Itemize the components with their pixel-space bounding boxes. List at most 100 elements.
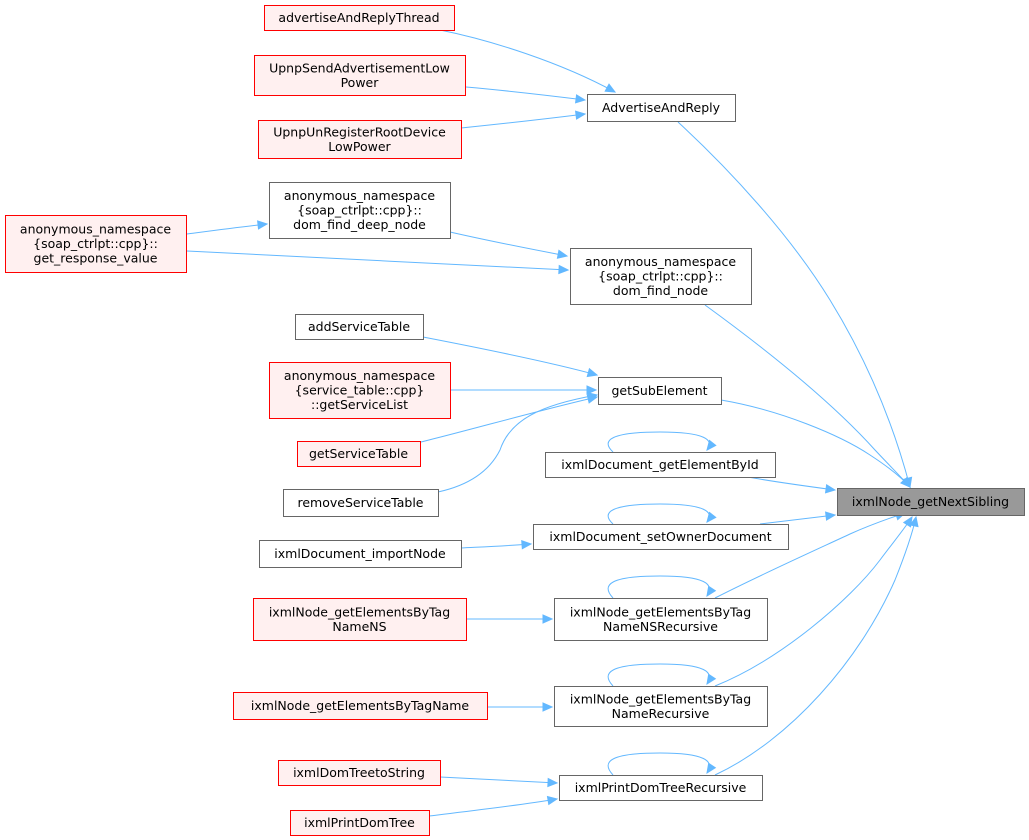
node-label: anonymous_namespace xyxy=(585,254,736,269)
node-label: ixmlDocument_setOwnerDocument xyxy=(549,529,771,544)
edge-ixmlPrintDomTree-to-ixmlPrintDomTreeRecursive xyxy=(428,795,559,817)
edge-line xyxy=(607,503,710,525)
edge-ixmlNode_getElementsByTagName-to-ixmlNode_getElementsByTagNameRecursive xyxy=(487,702,554,712)
edge-line xyxy=(607,752,710,776)
edge-line xyxy=(677,121,911,488)
node-dom_find_node[interactable]: anonymous_namespace{soap_ctrlpt::cpp}::d… xyxy=(570,248,752,305)
node-label: getServiceTable xyxy=(309,446,408,461)
node-dom_find_deep_node[interactable]: anonymous_namespace{soap_ctrlpt::cpp}::d… xyxy=(269,182,451,239)
node-box xyxy=(254,55,466,96)
node-label: advertiseAndReplyThread xyxy=(278,10,439,25)
node-box xyxy=(533,524,789,550)
edge-arrowhead xyxy=(706,673,717,686)
node-removeServiceTable[interactable]: removeServiceTable xyxy=(283,489,439,517)
edge-arrowhead xyxy=(521,539,533,550)
edge-ixmlDocument_importNode-to-ixmlDocument_setOwnerDocument xyxy=(460,539,533,550)
edge-line xyxy=(439,776,558,784)
node-label: ixmlDocument_getElementById xyxy=(561,457,758,472)
node-label: NameRecursive xyxy=(612,706,710,721)
edge-line xyxy=(607,431,710,453)
node-AdvertiseAndReply[interactable]: AdvertiseAndReply xyxy=(587,94,736,122)
node-label: addServiceTable xyxy=(308,319,410,334)
node-label: NameNSRecursive xyxy=(603,619,718,634)
node-label: ixmlNode_getElementsByTag xyxy=(269,604,450,619)
edge-arrowhead xyxy=(706,511,717,523)
node-advertiseAndReplyThread[interactable]: advertiseAndReplyThread xyxy=(264,5,455,31)
node-label: ixmlNode_getNextSibling xyxy=(852,494,1009,509)
edge-removeServiceTable-to-getSubElement xyxy=(437,391,599,493)
node-label: {soap_ctrlpt::cpp}:: xyxy=(297,203,422,218)
edge-arrowhead xyxy=(824,484,837,494)
node-getServiceList[interactable]: anonymous_namespace{service_table::cpp}:… xyxy=(269,362,451,419)
edge-line xyxy=(759,514,836,525)
node-box xyxy=(269,182,451,239)
node-box xyxy=(283,489,439,517)
node-ixmlDomTreetoString[interactable]: ixmlDomTreetoString xyxy=(278,760,441,786)
edge-getSubElement-to-target xyxy=(720,399,911,488)
node-ixmlPrintDomTreeRecursive[interactable]: ixmlPrintDomTreeRecursive xyxy=(559,775,763,801)
node-box xyxy=(258,120,462,159)
node-label: ixmlNode_getElementsByTagName xyxy=(251,698,470,713)
node-box xyxy=(295,314,424,340)
edge-get_response_value-to-dom_find_deep_node xyxy=(186,220,269,235)
edge-arrowhead xyxy=(900,476,911,488)
node-getServiceTable[interactable]: getServiceTable xyxy=(297,441,421,467)
node-addServiceTable[interactable]: addServiceTable xyxy=(295,314,424,340)
node-ixmlDocument_getElementById[interactable]: ixmlDocument_getElementById xyxy=(545,452,776,478)
edge-arrowhead xyxy=(257,220,269,230)
edge-arrowhead xyxy=(546,795,559,806)
edge-line xyxy=(460,543,532,549)
edge-line xyxy=(186,223,268,235)
edge-ixmlDocument_setOwnerDocument-to-ixmlDocument_setOwnerDocument xyxy=(607,503,717,525)
edge-arrowhead xyxy=(706,439,717,451)
edge-arrowhead xyxy=(556,249,569,259)
edge-get_response_value-to-dom_find_node xyxy=(186,250,570,275)
node-box xyxy=(554,686,768,727)
edge-UpnpUnRegisterRootDeviceLowPower-to-AdvertiseAndReply xyxy=(460,110,587,129)
node-box xyxy=(269,362,451,419)
edge-arrowhead xyxy=(902,515,913,528)
node-label: UpnpSendAdvertisementLow xyxy=(269,60,450,75)
node-label: {soap_ctrlpt::cpp}:: xyxy=(33,236,158,251)
node-label: anonymous_namespace xyxy=(20,222,171,237)
node-label: Power xyxy=(341,75,380,90)
edge-line xyxy=(714,516,913,687)
edges-layer xyxy=(186,29,919,817)
edge-line xyxy=(449,231,568,257)
edge-dom_find_deep_node-to-dom_find_node xyxy=(449,231,569,259)
edge-arrowhead xyxy=(542,614,554,624)
edge-arrowhead xyxy=(586,367,599,378)
edge-ixmlDocument_getElementById-to-ixmlDocument_getElementById xyxy=(607,431,717,453)
node-box xyxy=(545,452,776,478)
node-label: ixmlDocument_importNode xyxy=(274,546,446,561)
node-ixmlPrintDomTree[interactable]: ixmlPrintDomTree xyxy=(290,810,430,836)
node-getSubElement[interactable]: getSubElement xyxy=(598,377,722,405)
edge-line xyxy=(704,304,911,488)
edge-arrowhead xyxy=(547,777,559,788)
node-ixmlDocument_setOwnerDocument[interactable]: ixmlDocument_setOwnerDocument xyxy=(533,524,789,550)
node-ixmlDocument_importNode[interactable]: ixmlDocument_importNode xyxy=(259,540,462,568)
node-ixmlNode_getElementsByTagName[interactable]: ixmlNode_getElementsByTagName xyxy=(233,692,488,720)
edge-line xyxy=(460,113,586,129)
edge-advertiseAndReplyThread-to-AdvertiseAndReply xyxy=(439,29,617,93)
node-box xyxy=(264,5,455,31)
edge-arrowhead xyxy=(824,511,837,521)
edge-arrowhead xyxy=(706,585,717,598)
node-box xyxy=(554,598,768,641)
node-target[interactable]: ixmlNode_getNextSibling xyxy=(837,488,1025,516)
node-label: dom_find_deep_node xyxy=(293,217,426,232)
node-label: NameNS xyxy=(332,619,386,634)
edge-line xyxy=(420,396,598,443)
node-label: LowPower xyxy=(328,139,391,154)
edge-arrowhead xyxy=(909,515,919,528)
node-box xyxy=(233,692,488,720)
node-label: get_response_value xyxy=(34,251,158,266)
node-get_response_value[interactable]: anonymous_namespace{soap_ctrlpt::cpp}::g… xyxy=(5,215,187,273)
edge-line xyxy=(439,29,616,93)
